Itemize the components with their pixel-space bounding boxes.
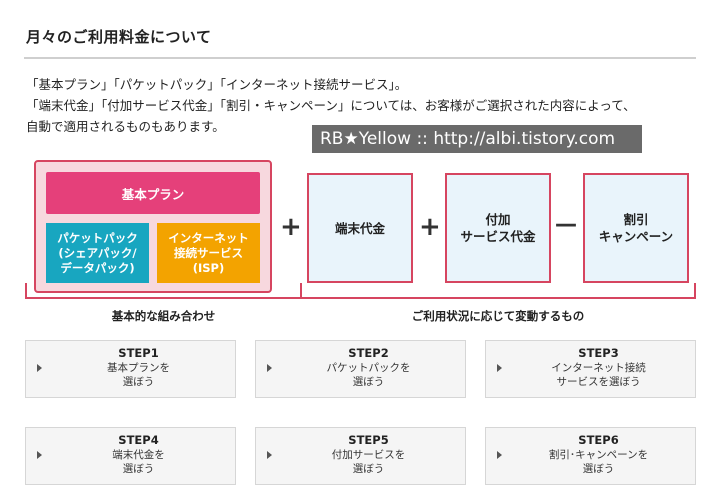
- addon-service-fee-box: 付加 サービス代金: [445, 173, 551, 283]
- step-title: STEP2: [348, 346, 389, 360]
- triangle-right-icon: [37, 451, 42, 459]
- variable-charges-label: ご利用状況に応じて変動するもの: [411, 309, 585, 323]
- step-description: 割引･キャンペーンを 選ぼう: [548, 449, 649, 475]
- page-title: 月々のご利用料金について: [26, 28, 212, 46]
- packet-pack-block: パケットパック (シェアパック/ データパック): [46, 223, 149, 283]
- step-description: 端末代金を 選ぼう: [112, 449, 165, 475]
- step-title: STEP3: [578, 346, 619, 360]
- isp-block: インターネット 接続サービス (ISP): [157, 223, 260, 283]
- triangle-right-icon: [267, 364, 272, 372]
- triangle-right-icon: [267, 451, 272, 459]
- discount-campaign-box: 割引 キャンペーン: [583, 173, 689, 283]
- basic-plan-block: 基本プラン: [46, 172, 260, 214]
- step-description: インターネット接続 サービスを選ぼう: [551, 362, 646, 388]
- step-2-button[interactable]: STEP2 パケットパックを 選ぼう: [255, 340, 466, 398]
- intro-line-2: 「端末代金」「付加サービス代金」「割引・キャンペーン」については、お客様がご選択…: [26, 98, 636, 113]
- step-title: STEP1: [118, 346, 159, 360]
- intro-line-3: 自動で適用されるものもあります。: [26, 119, 225, 134]
- title-divider: [24, 57, 696, 59]
- step-description: 基本プランを 選ぼう: [107, 362, 170, 388]
- step-title: STEP4: [118, 433, 159, 447]
- step-title: STEP5: [348, 433, 389, 447]
- triangle-right-icon: [37, 364, 42, 372]
- step-description: 付加サービスを 選ぼう: [331, 449, 406, 475]
- device-fee-box: 端末代金: [307, 173, 413, 283]
- variable-charges-bracket: [300, 283, 696, 299]
- triangle-right-icon: [497, 364, 502, 372]
- intro-line-1: 「基本プラン」「パケットパック」「インターネット接続サービス」。: [26, 77, 408, 92]
- basic-combination-box: 基本プラン パケットパック (シェアパック/ データパック) インターネット 接…: [34, 160, 272, 293]
- step-3-button[interactable]: STEP3 インターネット接続 サービスを選ぼう: [485, 340, 696, 398]
- plus-operator-1: +: [280, 212, 302, 242]
- watermark-banner: RB★Yellow :: http://albi.tistory.com: [312, 125, 642, 153]
- step-6-button[interactable]: STEP6 割引･キャンペーンを 選ぼう: [485, 427, 696, 485]
- step-description: パケットパックを 選ぼう: [326, 362, 411, 388]
- basic-combination-label: 基本的な組み合わせ: [111, 309, 216, 323]
- minus-operator: －: [553, 212, 580, 242]
- triangle-right-icon: [497, 451, 502, 459]
- intro-text: 「基本プラン」「パケットパック」「インターネット接続サービス」。 「端末代金」「…: [26, 74, 636, 137]
- step-5-button[interactable]: STEP5 付加サービスを 選ぼう: [255, 427, 466, 485]
- plus-operator-2: +: [419, 212, 441, 242]
- basic-combination-bracket: [25, 283, 302, 299]
- step-4-button[interactable]: STEP4 端末代金を 選ぼう: [25, 427, 236, 485]
- step-title: STEP6: [578, 433, 619, 447]
- step-1-button[interactable]: STEP1 基本プランを 選ぼう: [25, 340, 236, 398]
